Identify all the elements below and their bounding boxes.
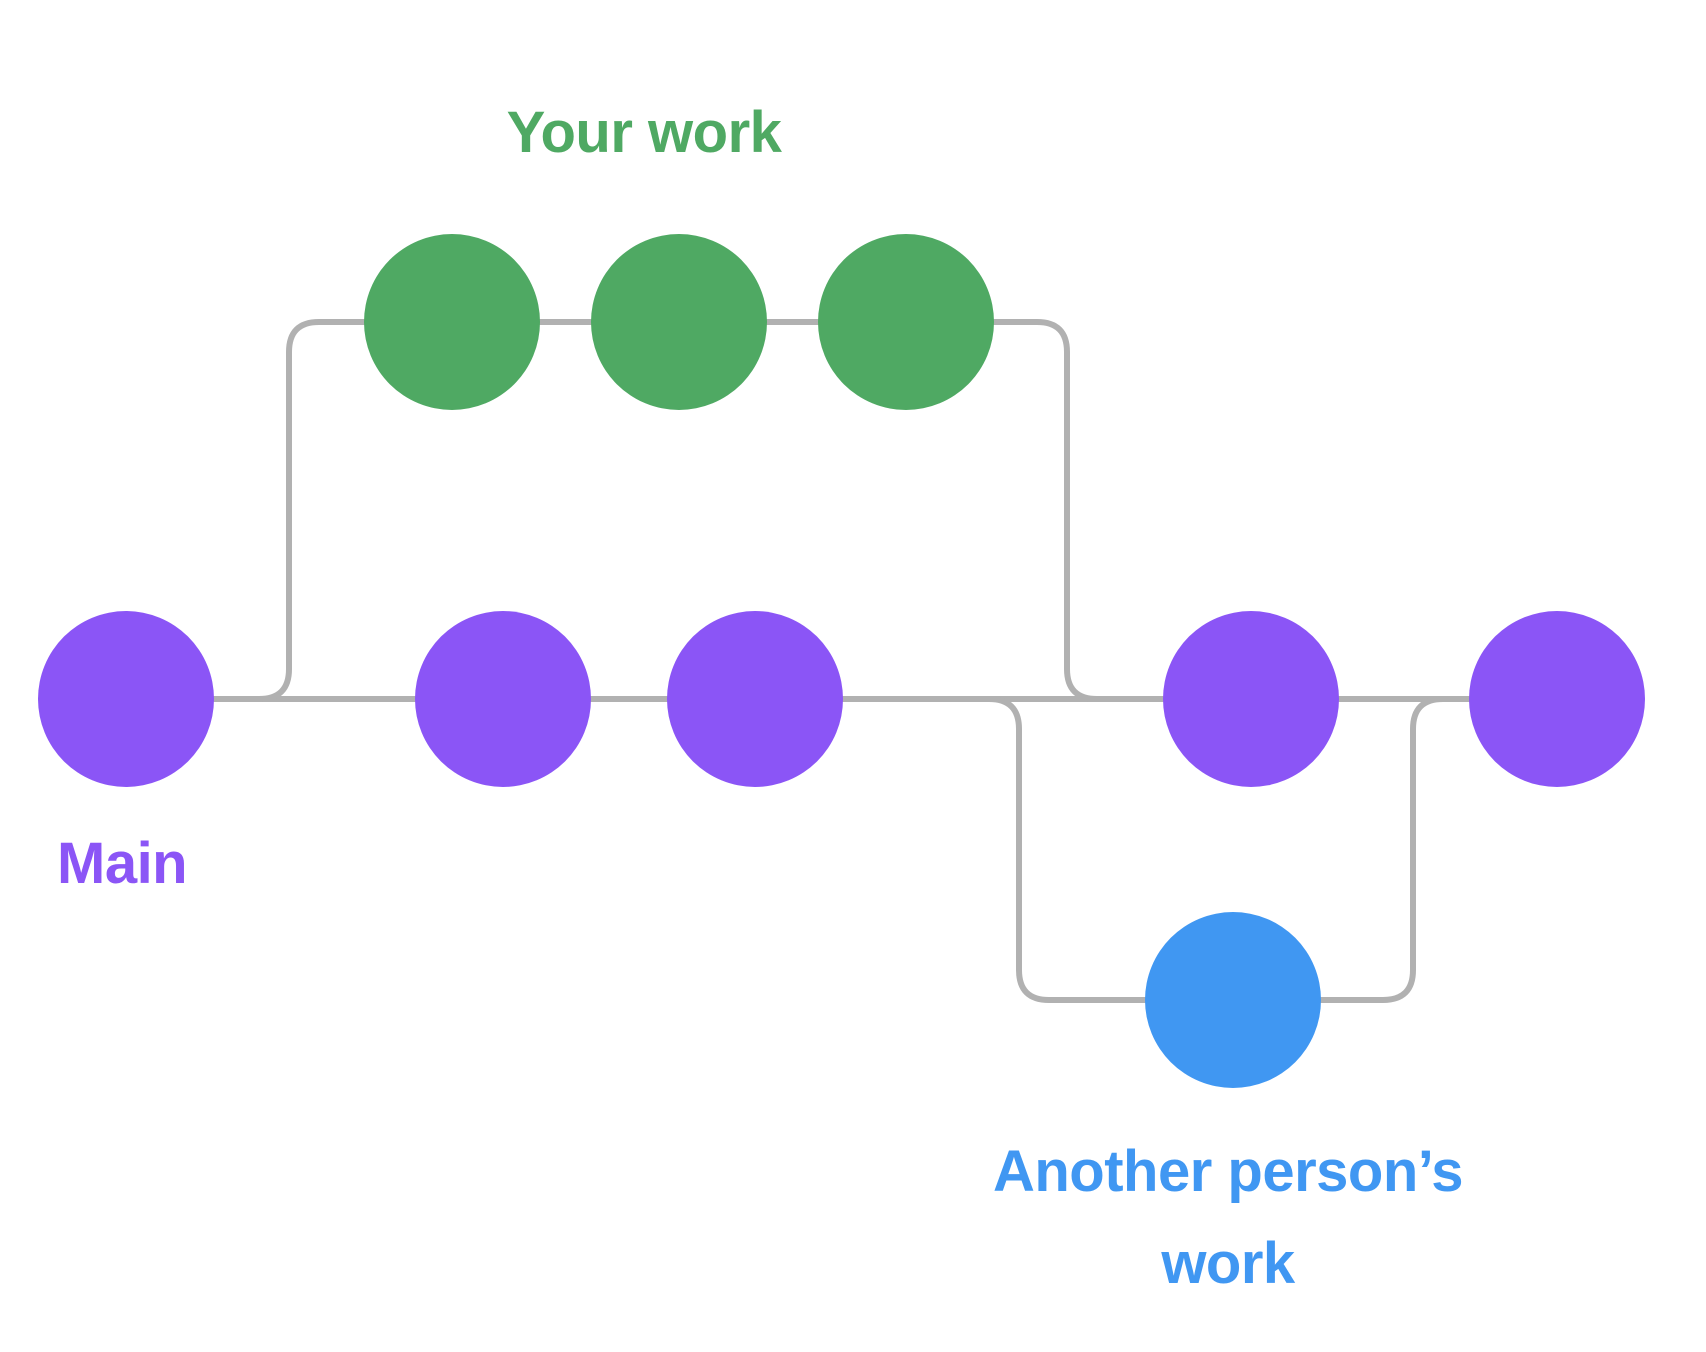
your-work-label: Your work — [506, 100, 782, 165]
commit-node-main-1 — [38, 611, 214, 787]
commit-node-your-work-1 — [364, 234, 540, 410]
commit-node-main-5 — [1469, 611, 1645, 787]
another-person-work-label: Another person’s work — [992, 1126, 1464, 1310]
another-person-work-label-line1: Another person’s — [992, 1139, 1464, 1204]
another-person-work-label-line2: work — [1161, 1231, 1295, 1296]
commit-node-your-work-3 — [818, 234, 994, 410]
commit-node-main-2 — [415, 611, 591, 787]
commit-node-main-3 — [667, 611, 843, 787]
commit-node-main-4 — [1163, 611, 1339, 787]
commit-node-another-person-1 — [1145, 912, 1321, 1088]
commit-node-your-work-2 — [591, 234, 767, 410]
main-branch-label: Main — [57, 831, 188, 896]
